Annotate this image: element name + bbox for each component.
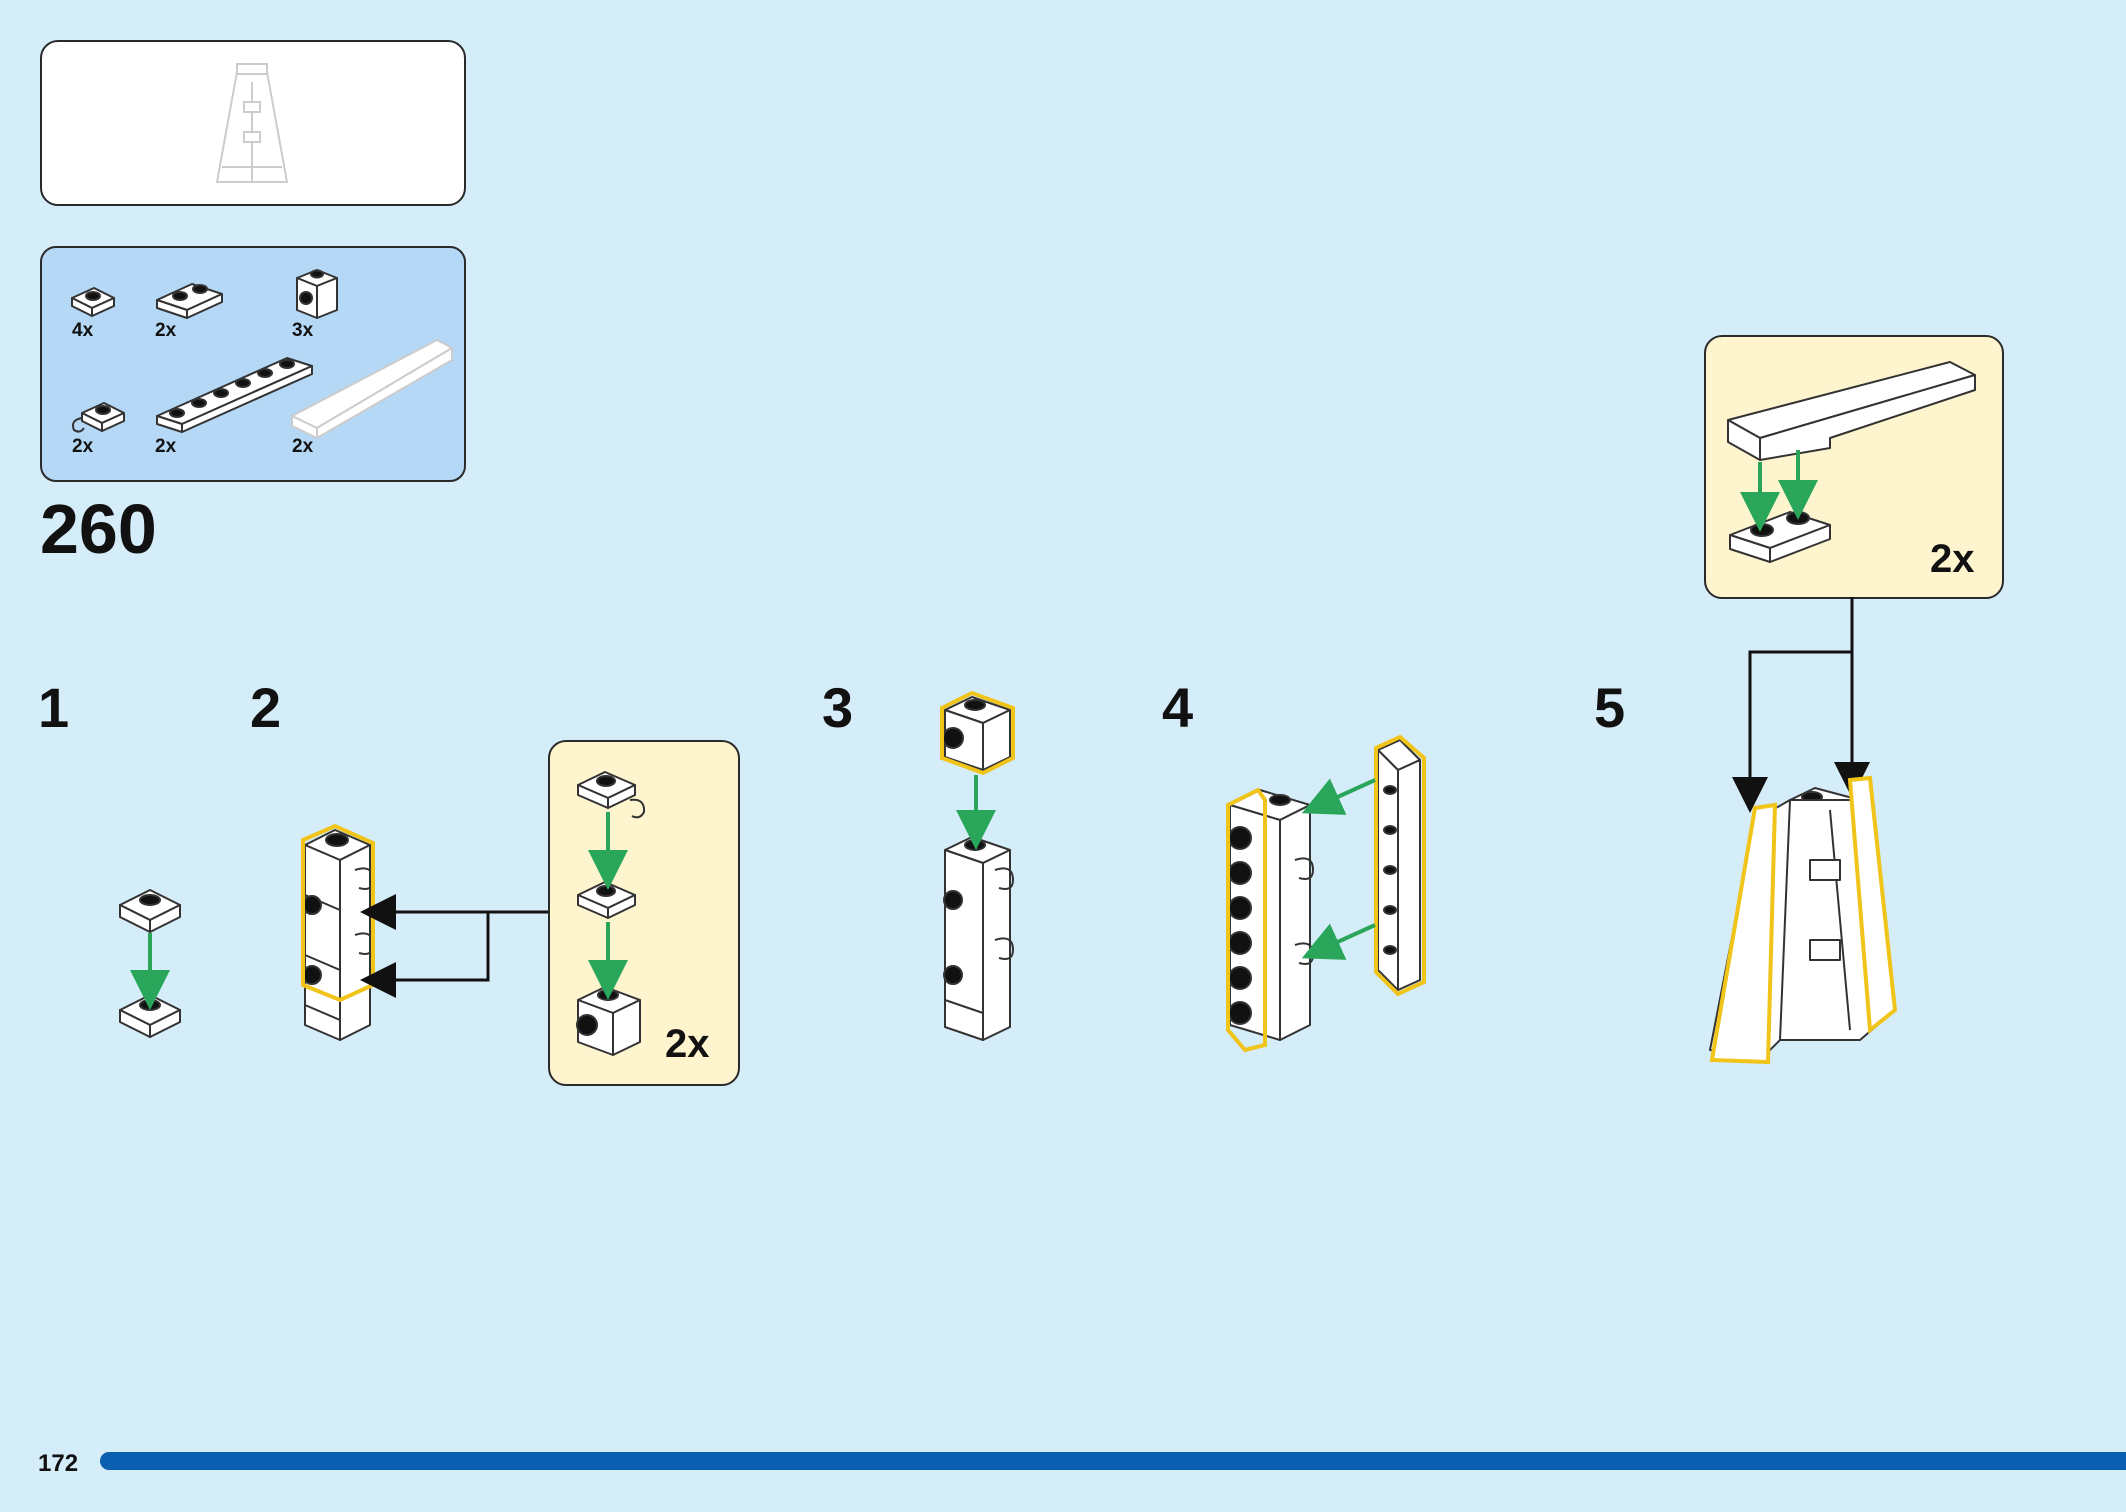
callout-multiplier: 2x (1930, 537, 1975, 581)
page-number: 172 (38, 1450, 79, 1477)
parts-illustrations (71, 269, 453, 439)
submodel-preview-image (215, 63, 289, 183)
plate-1x2-icon (156, 283, 223, 319)
highlight-outline (1226, 787, 1267, 1053)
part-qty: 3x (292, 320, 314, 341)
part-qty: 2x (155, 436, 177, 457)
plate-1x1-icon (71, 287, 115, 317)
substep-number: 3 (822, 676, 854, 739)
substep-number: 5 (1594, 676, 1626, 739)
parts-list-panel: 4x 2x 3x 2x 2x 2x (40, 246, 466, 482)
highlight-outline (940, 690, 1015, 776)
part-qty: 4x (72, 320, 94, 341)
submodel-preview-panel (40, 40, 466, 206)
plate-clip-icon (72, 402, 125, 433)
substep-number: 1 (38, 676, 70, 739)
main-step-number: 260 (40, 490, 157, 568)
brick-side-stud-icon (296, 269, 338, 319)
callout1-parts (576, 771, 646, 1056)
green-arrow (1301, 778, 1376, 815)
part-qty: 2x (155, 320, 177, 341)
progress-bar (100, 1452, 2126, 1470)
black-arrow (1732, 597, 1854, 813)
step4-parts (1228, 739, 1421, 1041)
highlight-outline (1847, 775, 1898, 1034)
step2-column (302, 829, 374, 1041)
black-arrow (360, 910, 548, 998)
green-arrow (1301, 923, 1376, 960)
part-qty: 2x (72, 436, 94, 457)
substep-number: 2 (250, 676, 282, 739)
callout2-parts (1727, 361, 1976, 563)
plate-1x6-icon (156, 357, 313, 433)
slope-wedge-icon (291, 339, 453, 439)
part-qty: 2x (292, 436, 314, 457)
step3-parts (942, 696, 1014, 1041)
substep-number: 4 (1162, 676, 1194, 739)
highlight-outline (1374, 734, 1426, 997)
highlight-outline (1709, 802, 1778, 1065)
callout-multiplier: 2x (665, 1022, 710, 1066)
